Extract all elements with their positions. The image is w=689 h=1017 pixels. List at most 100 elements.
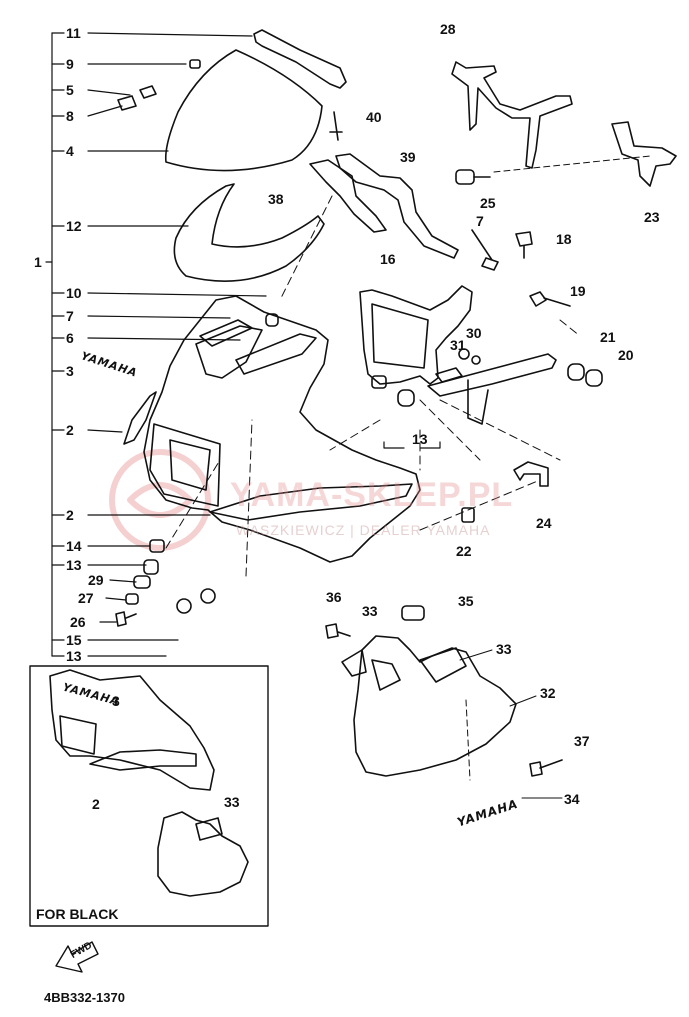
callout-inset-33: 33 — [224, 794, 240, 810]
part-headlight-bracket-16 — [359, 285, 473, 385]
part-small-hardware-left — [115, 539, 216, 627]
part-panel-6 — [235, 333, 317, 375]
callout-26: 26 — [70, 614, 86, 630]
callout-25: 25 — [480, 195, 496, 211]
part-panel-7 — [199, 319, 253, 347]
leader-23 — [493, 155, 651, 173]
part-stay-11 — [253, 29, 347, 89]
callout-14: 14 — [66, 538, 82, 554]
callout-30: 30 — [466, 325, 482, 341]
callout-15: 15 — [66, 632, 82, 648]
callout-16: 16 — [380, 251, 396, 267]
callout-7-right: 7 — [476, 213, 484, 229]
part-bolt-25 — [455, 169, 491, 185]
callout-20: 20 — [618, 347, 634, 363]
part-bracket-24 — [513, 461, 549, 487]
part-cowling-opening — [149, 423, 221, 507]
part-washers-30-31 — [435, 348, 481, 383]
diagram-code: 4BB332-1370 — [44, 990, 125, 1005]
part-bracket-33-left — [341, 649, 367, 677]
callout-39: 39 — [400, 149, 416, 165]
callout-9: 9 — [66, 56, 74, 72]
callout-36: 36 — [326, 589, 342, 605]
callout-13-lower: 13 — [66, 648, 82, 664]
callout-33-right: 33 — [496, 641, 512, 657]
fwd-arrow-icon — [55, 941, 99, 973]
part-bracket-39 — [335, 153, 459, 259]
leader-33-right — [459, 649, 493, 661]
part-side-trim-2 — [123, 391, 157, 445]
watermark-site: YAMA-SKLEP.PL — [230, 476, 514, 514]
callout-37: 37 — [574, 733, 590, 749]
callout-inset-2: 2 — [92, 796, 100, 812]
part-screw-7 — [471, 229, 499, 271]
part-bracket-23 — [611, 121, 677, 187]
callout-1: 1 — [34, 254, 42, 270]
part-windshield-4 — [164, 49, 323, 172]
callout-32: 32 — [540, 685, 556, 701]
part-headlight-bracket-inner — [371, 303, 429, 369]
part-stay-frame-28 — [451, 61, 573, 169]
part-cowling-stripe — [209, 483, 413, 521]
callout-bracket-lines — [51, 32, 267, 657]
part-bolt-37 — [529, 759, 563, 777]
callout-7-left: 7 — [66, 308, 74, 324]
watermark-tagline: WASZKIEWICZ | DEALER YAMAHA — [236, 522, 491, 538]
part-screw-18 — [515, 231, 533, 259]
callout-11: 11 — [66, 25, 81, 41]
callout-35: 35 — [458, 593, 474, 609]
leader-dashed-32 — [465, 699, 471, 781]
callout-2-upper: 2 — [66, 422, 74, 438]
callout-10: 10 — [66, 285, 82, 301]
callout-5: 5 — [66, 82, 74, 98]
part-grommets-13 — [371, 375, 415, 407]
part-grommets-21-20 — [567, 363, 603, 387]
part-lower-cowl-inner — [371, 659, 401, 691]
part-lower-cowl-bracket-33 — [419, 647, 467, 683]
part-inner-panel-12 — [173, 183, 325, 282]
callout-29: 29 — [88, 572, 104, 588]
callout-inset-3: 3 — [112, 693, 120, 709]
callout-27: 27 — [78, 590, 94, 606]
inset-title: FOR BLACK — [36, 906, 119, 922]
callout-21: 21 — [600, 329, 616, 345]
part-screws-decal — [117, 59, 201, 111]
callout-13-center: 13 — [412, 431, 428, 447]
callout-28: 28 — [440, 21, 456, 37]
part-bolt-19 — [529, 291, 571, 307]
part-lower-cowl-32 — [353, 635, 517, 777]
callout-40: 40 — [366, 109, 382, 125]
callout-2-lower: 2 — [66, 507, 74, 523]
callout-3: 3 — [66, 363, 74, 379]
callout-12: 12 — [66, 218, 82, 234]
callout-23: 23 — [644, 209, 660, 225]
part-cowling-inner — [169, 439, 211, 491]
part-stay-arm — [427, 353, 557, 425]
callout-31: 31 — [450, 337, 466, 353]
callout-8: 8 — [66, 108, 74, 124]
part-front-cowling-2 — [143, 295, 421, 563]
callout-4: 4 — [66, 143, 74, 159]
callout-34: 34 — [564, 791, 580, 807]
inset-parts — [49, 669, 249, 897]
assembly-dashed-lines — [165, 195, 581, 577]
part-bolt-36 — [325, 623, 351, 639]
part-upper-panel — [195, 325, 263, 379]
callout-19: 19 — [570, 283, 586, 299]
callout-6: 6 — [66, 330, 74, 346]
callout-18: 18 — [556, 231, 572, 247]
callout-38: 38 — [268, 191, 284, 207]
bracket-13-center — [383, 441, 441, 449]
part-bracket-38 — [309, 159, 387, 233]
callout-24: 24 — [536, 515, 552, 531]
callout-33-top: 33 — [362, 603, 378, 619]
callout-13-upper: 13 — [66, 557, 82, 573]
part-grommet-10 — [265, 313, 279, 327]
part-damper-35 — [401, 605, 425, 621]
part-nut-22 — [461, 507, 475, 523]
leader-32 — [509, 695, 537, 707]
callout-22: 22 — [456, 543, 472, 559]
inset-box — [29, 665, 269, 927]
part-screw-40 — [329, 111, 343, 141]
